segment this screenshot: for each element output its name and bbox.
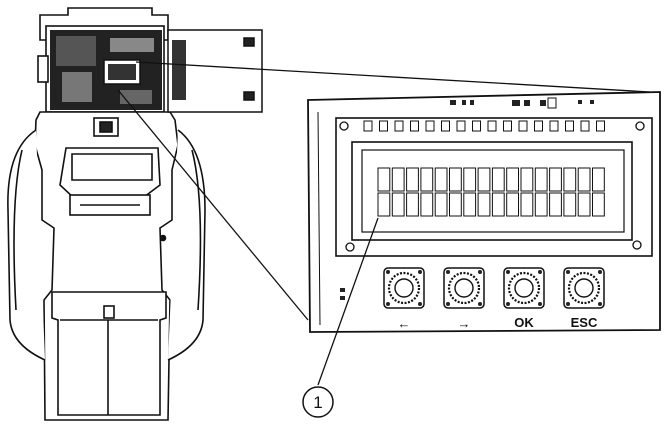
lcd-cell [477, 192, 491, 217]
lcd-cell [449, 192, 462, 217]
callout-1: 1 [302, 217, 379, 418]
header-pin [596, 120, 605, 132]
lcd-character-grid [377, 167, 605, 217]
lcd-cell [520, 192, 534, 217]
lcd-cell [463, 192, 477, 217]
lcd-cell [577, 192, 591, 217]
lcd-cell [592, 167, 605, 192]
lcd-cell [377, 192, 391, 217]
header-pin [363, 120, 373, 132]
lcd-cell [449, 167, 462, 192]
lcd-cell [563, 167, 577, 192]
header-pin [456, 120, 466, 132]
lcd-cell [549, 192, 562, 217]
header-pin [472, 120, 481, 132]
right-button[interactable]: → [443, 267, 485, 331]
lcd-cell [420, 192, 434, 217]
header-pin [565, 120, 574, 132]
header-pin [410, 120, 419, 132]
header-pin [549, 120, 559, 132]
header-pin [441, 120, 450, 132]
ok-button-label: OK [514, 315, 534, 330]
open-door-panel [167, 29, 263, 113]
arrow-left-icon: ← [398, 316, 411, 331]
header-pin [518, 120, 528, 132]
control-board [50, 30, 162, 110]
lcd-cell [406, 192, 419, 217]
lcd-cell [534, 167, 548, 192]
header-pin [503, 120, 512, 132]
lcd-cell [506, 167, 520, 192]
control-buttons: ← → OK ESC [383, 267, 605, 331]
lcd-cell [520, 167, 534, 192]
lcd-cell [549, 167, 562, 192]
zoom-leader-lines [117, 61, 651, 321]
header-pin [425, 120, 435, 132]
lcd-cell [434, 167, 448, 192]
lcd-cell [391, 192, 405, 217]
header-pin [379, 120, 388, 132]
lcd-cell [377, 167, 391, 192]
lcd-cell [406, 167, 419, 192]
ok-button[interactable]: OK [503, 267, 545, 330]
arrow-right-icon: → [458, 316, 471, 331]
header-pin [534, 120, 543, 132]
lcd-cell [434, 192, 448, 217]
lcd-cell [577, 167, 591, 192]
header-pin [394, 120, 404, 132]
callout-number: 1 [313, 393, 322, 412]
header-pin [487, 120, 497, 132]
lcd-cell [477, 167, 491, 192]
lcd-cell [391, 167, 405, 192]
left-button[interactable]: ← [383, 267, 425, 331]
lcd-cell [592, 192, 605, 217]
lcd-cell [491, 192, 505, 217]
header-pin [580, 120, 590, 132]
lcd-cell [506, 192, 520, 217]
esc-button[interactable]: ESC [563, 267, 605, 330]
esc-button-label: ESC [571, 315, 598, 330]
lcd-cell [420, 167, 434, 192]
lcd-cell [563, 192, 577, 217]
lcd-cell [534, 192, 548, 217]
lcd-header-pins [363, 120, 605, 132]
lcd-cell [463, 167, 477, 192]
lcd-cell [491, 167, 505, 192]
